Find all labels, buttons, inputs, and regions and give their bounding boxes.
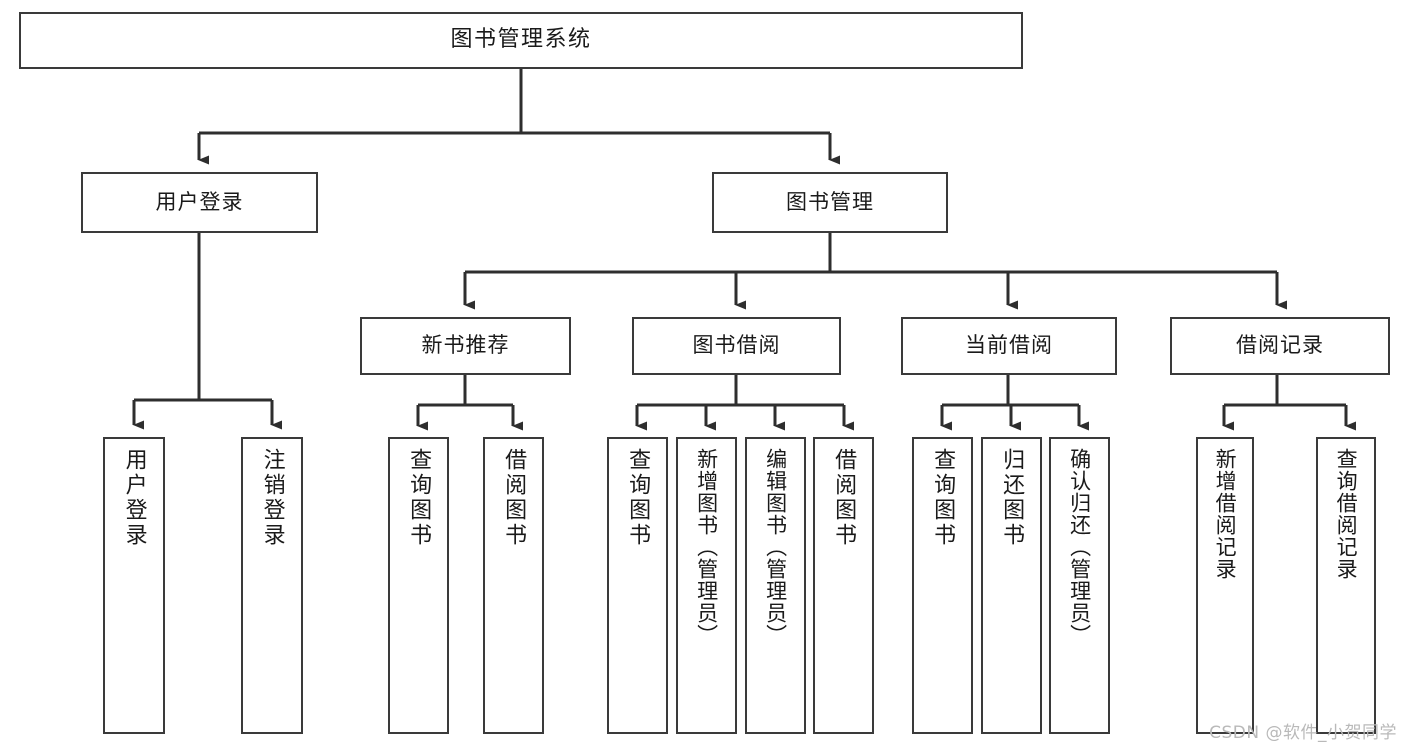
leaf-label: 借阅图书 <box>831 448 857 548</box>
node-user-login-label: 用户登录 <box>155 189 244 214</box>
node-book-management-label: 图书管理 <box>786 189 874 214</box>
node-new-book-recommend[interactable]: 新书推荐 <box>360 317 571 375</box>
leaf-book-borrow-query-book[interactable]: 查询图书 <box>607 437 668 734</box>
leaf-new-book-borrow-book[interactable]: 借阅图书 <box>483 437 544 734</box>
leaf-book-borrow-borrow-book[interactable]: 借阅图书 <box>813 437 874 734</box>
leaf-label: 注销登录 <box>259 448 285 548</box>
leaf-label: 确认归还（管理员） <box>1067 448 1092 646</box>
leaf-label: 新增图书（管理员） <box>694 448 719 646</box>
leaf-current-borrow-return-book[interactable]: 归还图书 <box>981 437 1042 734</box>
leaf-label: 查询借阅记录 <box>1334 448 1359 580</box>
leaf-book-borrow-edit-book-admin[interactable]: 编辑图书（管理员） <box>745 437 806 734</box>
leaf-user-login-login[interactable]: 用户登录 <box>103 437 165 734</box>
leaf-label: 借阅图书 <box>501 448 527 548</box>
node-current-borrow[interactable]: 当前借阅 <box>901 317 1117 375</box>
leaf-label: 查询图书 <box>406 448 432 548</box>
node-new-book-recommend-label: 新书推荐 <box>421 333 510 358</box>
leaf-new-book-query-book[interactable]: 查询图书 <box>388 437 449 734</box>
leaf-label: 编辑图书（管理员） <box>763 448 788 646</box>
leaf-borrow-record-query-record[interactable]: 查询借阅记录 <box>1316 437 1376 734</box>
node-book-borrow[interactable]: 图书借阅 <box>632 317 841 375</box>
leaf-user-login-logout[interactable]: 注销登录 <box>241 437 303 734</box>
leaf-current-borrow-query-book[interactable]: 查询图书 <box>912 437 973 734</box>
node-book-management[interactable]: 图书管理 <box>712 172 948 233</box>
node-current-borrow-label: 当前借阅 <box>965 333 1053 358</box>
leaf-label: 用户登录 <box>121 448 147 548</box>
node-book-borrow-label: 图书借阅 <box>692 333 781 358</box>
leaf-borrow-record-add-record[interactable]: 新增借阅记录 <box>1196 437 1254 734</box>
leaf-book-borrow-add-book-admin[interactable]: 新增图书（管理员） <box>676 437 737 734</box>
csdn-watermark: CSDN @软件_小贺同学 <box>1209 723 1397 743</box>
leaf-current-borrow-confirm-return-admin[interactable]: 确认归还（管理员） <box>1049 437 1110 734</box>
leaf-label: 查询图书 <box>930 448 956 548</box>
node-root[interactable]: 图书管理系统 <box>19 12 1023 69</box>
leaf-label: 新增借阅记录 <box>1213 448 1238 580</box>
node-user-login[interactable]: 用户登录 <box>81 172 318 233</box>
leaf-label: 归还图书 <box>999 448 1025 548</box>
leaf-label: 查询图书 <box>625 448 651 548</box>
node-root-label: 图书管理系统 <box>450 27 592 53</box>
node-borrow-record-label: 借阅记录 <box>1236 333 1324 358</box>
node-borrow-record[interactable]: 借阅记录 <box>1170 317 1390 375</box>
